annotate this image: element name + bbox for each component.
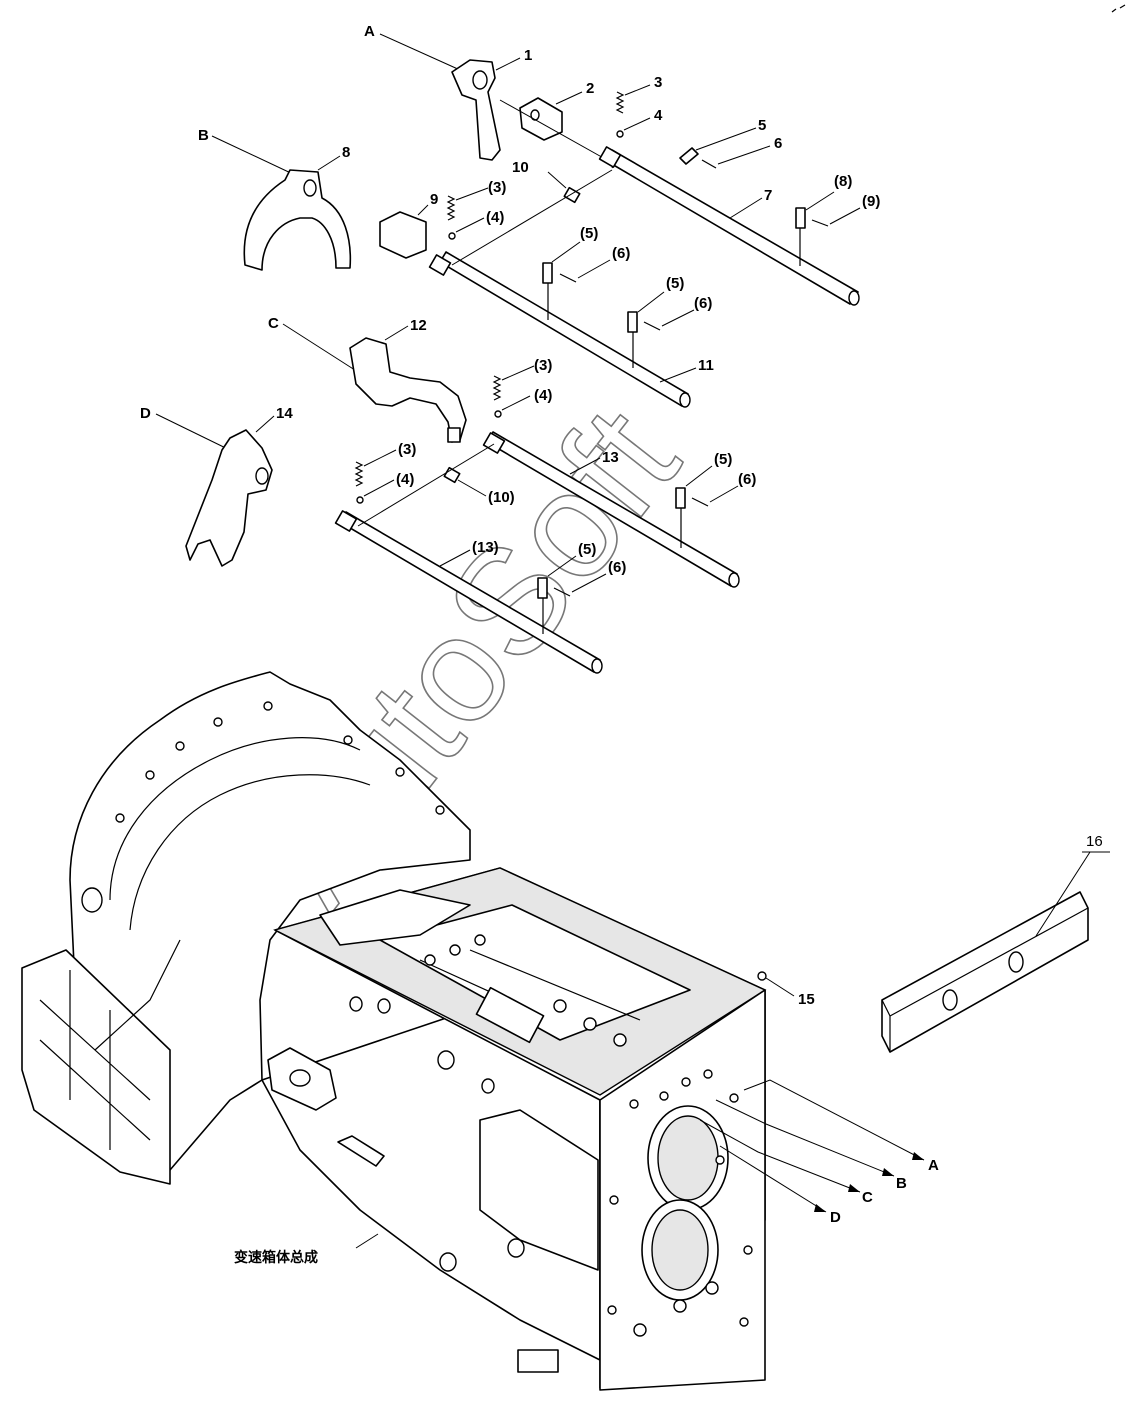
svg-text:A: A <box>928 1157 939 1174</box>
detent-ball-4: 4 <box>616 107 663 138</box>
svg-text:(4): (4) <box>396 471 414 488</box>
leader-c-bottom: C <box>699 1119 873 1206</box>
shift-fork-12: 12 <box>349 317 467 443</box>
detent-spring-3b: (3) <box>446 179 506 221</box>
svg-text:(3): (3) <box>534 357 552 374</box>
svg-text:(4): (4) <box>486 209 504 226</box>
svg-text:11: 11 <box>698 357 714 374</box>
svg-text:B: B <box>198 127 209 144</box>
svg-text:D: D <box>140 405 151 422</box>
svg-text:5: 5 <box>758 117 766 134</box>
plug-5-shaft11-b: (5) <box>627 275 684 368</box>
shaft-13-collar <box>482 432 506 454</box>
pin-6-shaft11-b: (6) <box>643 295 712 331</box>
svg-text:4: 4 <box>654 107 663 124</box>
svg-text:6: 6 <box>774 135 782 152</box>
plug-5-shaft13-a: (5) <box>675 451 732 548</box>
leader-d-bottom: D <box>719 1145 841 1226</box>
svg-text:C: C <box>862 1189 873 1206</box>
svg-text:13: 13 <box>602 449 619 466</box>
pin-6: 6 <box>701 135 782 169</box>
detent-ball-4c: (4) <box>494 387 552 418</box>
detent-ball-4d: (4) <box>356 471 414 504</box>
interlock-pin-10b: (10) <box>357 443 515 527</box>
shaft-13-lower-label: (13) <box>439 539 499 567</box>
svg-text:(6): (6) <box>738 471 756 488</box>
svg-text:8: 8 <box>342 144 350 161</box>
shaft-13-label: 13 <box>569 449 619 475</box>
shift-block-9: 9 <box>379 191 438 259</box>
svg-text:15: 15 <box>798 991 815 1008</box>
plug-5-shaft13-b: (5) <box>537 541 596 634</box>
svg-text:(10): (10) <box>488 489 515 506</box>
shift-shaft-11 <box>439 251 691 408</box>
svg-text:(5): (5) <box>578 541 596 558</box>
svg-text:(3): (3) <box>398 441 416 458</box>
shift-fork-8: 8 <box>243 144 352 271</box>
cover-plate-16: 16 <box>881 833 1110 1053</box>
leader-a-top: A <box>364 23 461 71</box>
pin-6-shaft11-a: (6) <box>559 245 630 283</box>
shift-fork-1: 1 <box>451 47 532 161</box>
shift-shaft-7 <box>604 149 860 306</box>
svg-text:D: D <box>830 1209 841 1226</box>
svg-text:(5): (5) <box>580 225 598 242</box>
pin-6-shaft13-b: (6) <box>553 559 626 597</box>
svg-text:16: 16 <box>1086 833 1103 850</box>
svg-text:A: A <box>364 23 375 40</box>
svg-text:9: 9 <box>430 191 438 208</box>
svg-text:(5): (5) <box>666 275 684 292</box>
leader-b-bottom: B <box>715 1099 907 1192</box>
plug-15: 15 <box>757 971 815 1008</box>
svg-text:变速箱体总成: 变速箱体总成 <box>234 1249 318 1265</box>
interlock-pin-10: 10 <box>451 159 613 266</box>
svg-text:12: 12 <box>410 317 427 334</box>
shaft-11-label: 11 <box>659 357 714 383</box>
shaft-11-collar <box>428 254 452 276</box>
svg-text:3: 3 <box>654 74 662 91</box>
pin-9-shaft7: (9) <box>811 193 880 227</box>
svg-text:7: 7 <box>764 187 772 204</box>
svg-text:1: 1 <box>524 47 532 64</box>
svg-text:(9): (9) <box>862 193 880 210</box>
detent-spring-3d: (3) <box>354 441 416 487</box>
svg-text:(6): (6) <box>612 245 630 262</box>
shaft-7-collar <box>598 146 622 168</box>
detent-spring-3: 3 <box>615 74 662 114</box>
shift-fork-14: 14 <box>185 405 293 567</box>
assembly-caption: 变速箱体总成 <box>234 1233 379 1265</box>
detent-spring-3c: (3) <box>492 357 552 401</box>
svg-text:(3): (3) <box>488 179 506 196</box>
leader-b-top: B <box>198 127 296 176</box>
svg-text:(4): (4) <box>534 387 552 404</box>
svg-text:(5): (5) <box>714 451 732 468</box>
gearbox-housing <box>21 671 767 1391</box>
svg-text:(6): (6) <box>608 559 626 576</box>
shaft-13-lower-collar <box>334 510 358 532</box>
svg-text:C: C <box>268 315 279 332</box>
leader-a-bottom: A <box>743 1079 939 1174</box>
svg-text:(8): (8) <box>834 173 852 190</box>
pin-6-shaft13-a: (6) <box>691 471 756 507</box>
axis-line-1 <box>499 99 608 161</box>
plug-5-shaft11-a: (5) <box>542 225 598 320</box>
svg-text:(6): (6) <box>694 295 712 312</box>
svg-text:10: 10 <box>512 159 529 176</box>
detent-ball-4b: (4) <box>448 209 504 240</box>
shift-block-2: 2 <box>519 80 594 141</box>
plug-8-shaft7: (8) <box>795 173 852 266</box>
plug-5: 5 <box>679 117 766 165</box>
svg-text:2: 2 <box>586 80 594 97</box>
shaft-7-label: 7 <box>729 187 772 219</box>
leader-c-top: C <box>268 315 359 373</box>
svg-text:14: 14 <box>276 405 293 422</box>
svg-text:B: B <box>896 1175 907 1192</box>
svg-text:(13): (13) <box>472 539 499 556</box>
corner-mark <box>1111 4 1126 13</box>
